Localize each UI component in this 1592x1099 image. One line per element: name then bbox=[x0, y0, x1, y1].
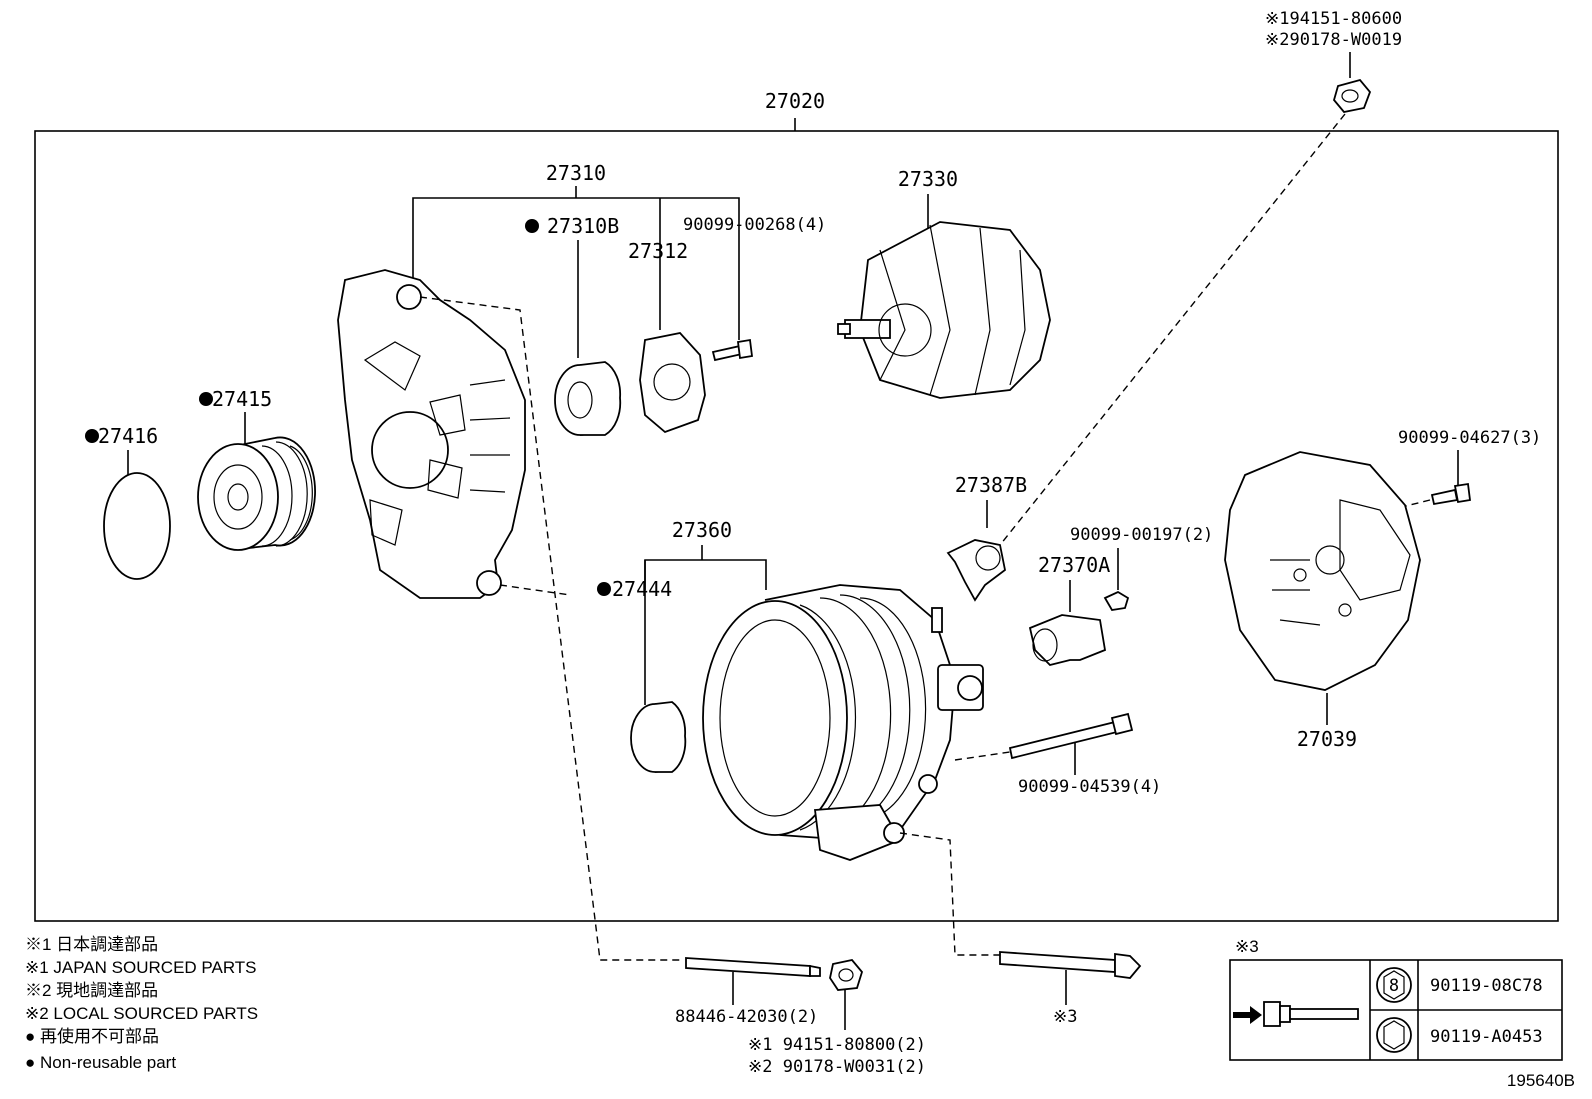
drive-end-frame-group: 27310 27310B 27312 90099-00268(4) bbox=[337, 161, 826, 961]
bolt-table-part-1: 90119-08C78 bbox=[1430, 976, 1543, 996]
rear-cover-label: 27039 bbox=[1297, 727, 1357, 751]
bearing-label: 27310B bbox=[547, 214, 619, 238]
rectifier-holder-label: 27370A bbox=[1038, 553, 1110, 577]
rotor-part bbox=[837, 221, 1051, 399]
legend-line-1: ※1 日本調達部品 bbox=[25, 935, 158, 954]
stator-group: 27360 27444 bbox=[597, 518, 1000, 956]
stud-part bbox=[685, 957, 821, 977]
legend-line-5: ● 再使用不可部品 bbox=[25, 1026, 159, 1046]
through-bolt-part bbox=[1008, 712, 1134, 760]
pulley-cap-part bbox=[103, 472, 171, 580]
bottom-nut-group: ※1 94151-80800(2) ※2 90178-W0031(2) bbox=[748, 959, 926, 1077]
bolt-icon bbox=[1263, 1001, 1359, 1027]
assembly-number-label: 27020 bbox=[765, 89, 825, 113]
cap-nut-icon bbox=[1333, 78, 1372, 113]
bearing-part bbox=[554, 361, 622, 436]
arrow-right-icon bbox=[1233, 1006, 1262, 1024]
pulley-label: 27415 bbox=[212, 387, 272, 411]
rear-cover-screw-part bbox=[1430, 482, 1472, 506]
terminal-bolt-group: 90099-00197(2) bbox=[1070, 525, 1213, 611]
insulator-ring-label: 27444 bbox=[612, 577, 672, 601]
retainer-screw-part bbox=[711, 338, 754, 362]
pulley-group: 27415 bbox=[197, 387, 316, 551]
rotor-label: 27330 bbox=[898, 167, 958, 191]
legend-line-2: ※1 JAPAN SOURCED PARTS bbox=[25, 958, 257, 977]
non-reusable-dot-icon bbox=[525, 219, 539, 233]
through-bolt-group: 90099-04539(4) bbox=[954, 712, 1161, 797]
insulator-ring-part bbox=[630, 701, 687, 773]
rotor-group: 27330 bbox=[837, 167, 1051, 399]
rear-cover-screw-label: 90099-04627(3) bbox=[1398, 428, 1541, 448]
stud-group: 88446-42030(2) bbox=[675, 957, 821, 1027]
hex-head-marked-icon: 8 bbox=[1376, 967, 1412, 1003]
drive-end-frame-label: 27310 bbox=[546, 161, 606, 185]
terminal-insulator-label: 27387B bbox=[955, 473, 1027, 497]
retainer-screw-label: 90099-00268(4) bbox=[683, 215, 826, 235]
through-bolt-label: 90099-04539(4) bbox=[1018, 777, 1161, 797]
terminal-bolt-label: 90099-00197(2) bbox=[1070, 525, 1213, 545]
assembly-frame: 27020 bbox=[34, 89, 1559, 922]
bolt-ref-label: ※3 bbox=[1053, 1007, 1077, 1027]
stator-part bbox=[702, 584, 984, 861]
hex-head-plain-icon bbox=[1376, 1017, 1412, 1053]
retainer-plate-label: 27312 bbox=[628, 239, 688, 263]
top-nut-group: ※194151-80600 ※290178-W0019 bbox=[999, 9, 1402, 546]
bolt-table-part-2: 90119-A0453 bbox=[1430, 1027, 1543, 1047]
non-reusable-dot-icon bbox=[597, 582, 611, 596]
legend: ※1 日本調達部品 ※1 JAPAN SOURCED PARTS ※2 現地調達… bbox=[25, 935, 258, 1072]
bolt-ref-group: ※3 bbox=[999, 951, 1142, 1027]
pulley-cap-label: 27416 bbox=[98, 424, 158, 448]
rear-cover-part bbox=[1224, 451, 1421, 691]
rear-cover-group: 90099-04627(3) 27039 bbox=[1224, 428, 1541, 751]
terminal-bolt-part bbox=[1103, 590, 1130, 611]
bolt-table-mark-1: 8 bbox=[1389, 976, 1399, 996]
legend-line-4: ※2 LOCAL SOURCED PARTS bbox=[25, 1004, 258, 1023]
bolt-table: ※3 8 90119-08C78 90119-A0453 bbox=[1229, 937, 1563, 1061]
top-nut-label-1: ※194151-80600 bbox=[1265, 9, 1402, 29]
pulley-cap-group: 27416 bbox=[85, 424, 171, 580]
rectifier-holder-part bbox=[1028, 614, 1107, 666]
bottom-nut-label-1: ※1 94151-80800(2) bbox=[748, 1035, 926, 1055]
terminal-insulator-part bbox=[946, 539, 1006, 602]
legend-line-3: ※2 現地調達部品 bbox=[25, 981, 158, 1000]
bottom-nut-label-2: ※2 90178-W0031(2) bbox=[748, 1057, 926, 1077]
stator-label: 27360 bbox=[672, 518, 732, 542]
drive-end-frame-part bbox=[337, 269, 526, 599]
retainer-plate-part bbox=[639, 332, 706, 434]
top-nut-label-2: ※290178-W0019 bbox=[1265, 30, 1402, 50]
legend-line-6: ● Non-reusable part bbox=[25, 1053, 176, 1072]
stud-label: 88446-42030(2) bbox=[675, 1007, 818, 1027]
non-reusable-dot-icon bbox=[199, 392, 213, 406]
pulley-part bbox=[197, 436, 316, 551]
rectifier-holder-group: 27370A bbox=[1028, 553, 1110, 666]
terminal-insulator-group: 27387B bbox=[946, 473, 1027, 602]
flange-bolt-part bbox=[999, 951, 1142, 979]
cap-nut-icon bbox=[829, 959, 864, 991]
non-reusable-dot-icon bbox=[85, 429, 99, 443]
diagram-id: 195640B bbox=[1507, 1071, 1575, 1090]
bolt-table-title: ※3 bbox=[1235, 937, 1259, 956]
